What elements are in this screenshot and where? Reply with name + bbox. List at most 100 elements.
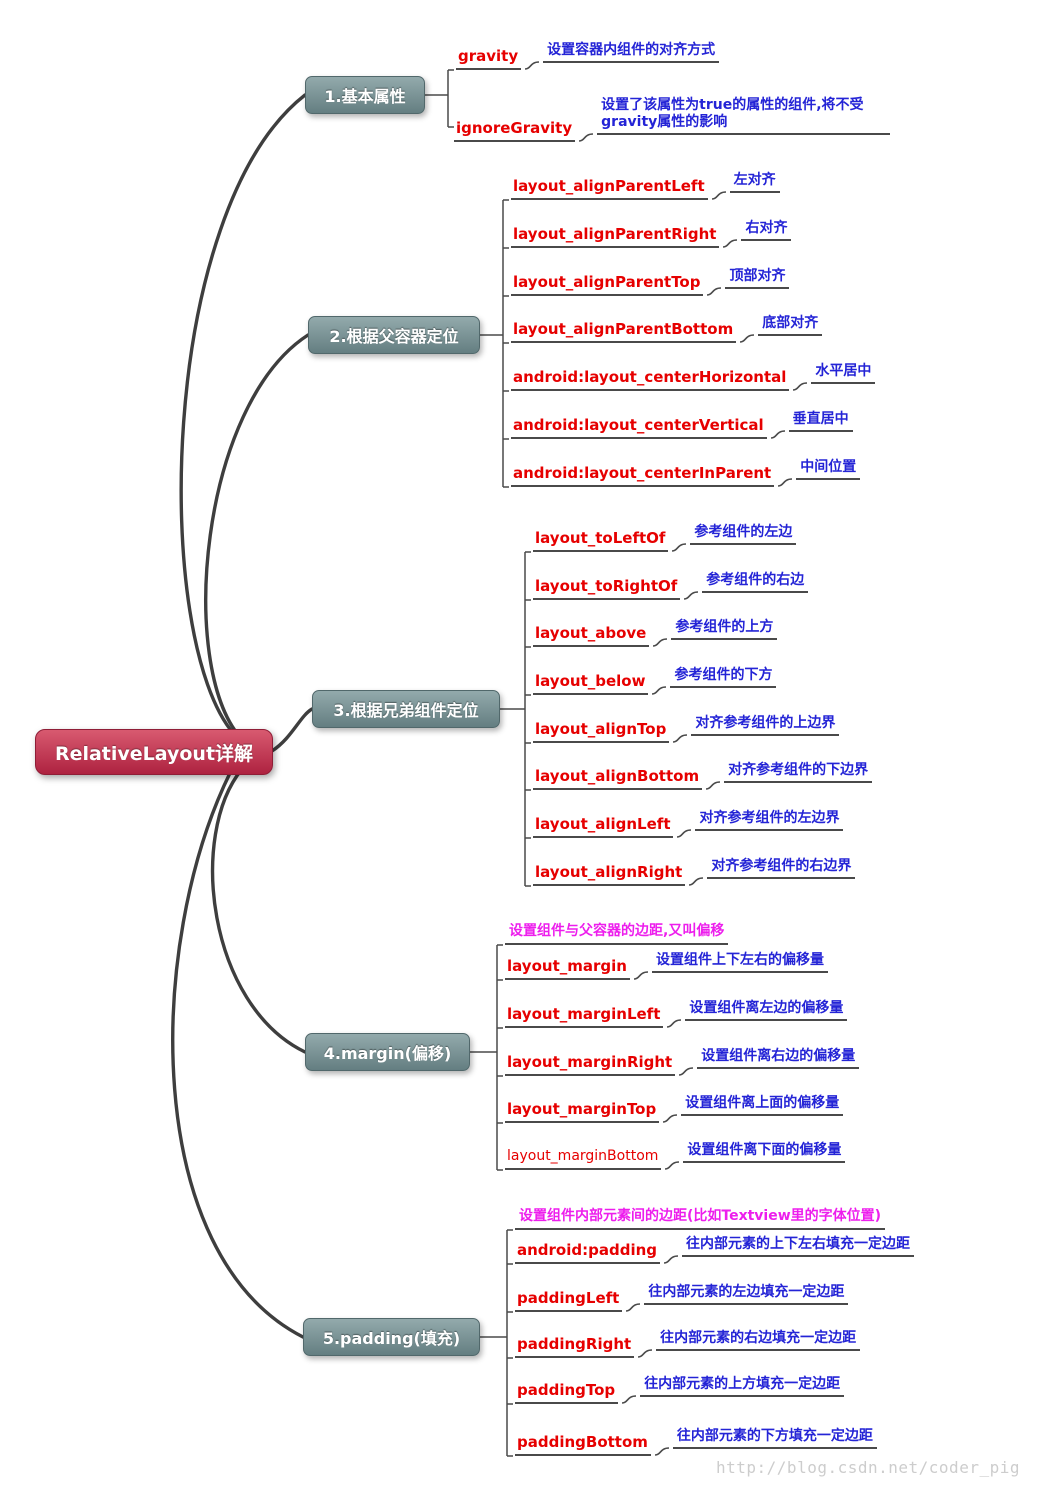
desc-label: 对齐参考组件的下边界 (724, 761, 873, 783)
desc-label: 右对齐 (741, 219, 792, 241)
connector-hook-icon (662, 1105, 678, 1123)
mindmap-item-paddingright: paddingRight 往内部元素的右边填充一定边距 (515, 1330, 861, 1358)
attr-label: layout_alignRight (533, 863, 686, 886)
bracket-branch-5 (480, 1229, 513, 1457)
mindmap-item-above: layout_above 参考组件的上方 (533, 619, 778, 647)
mindmap-item-alignparentleft: layout_alignParentLeft 左对齐 (511, 172, 780, 200)
mindmap-item-paddingbottom: paddingBottom 往内部元素的下方填充一定边距 (515, 1428, 877, 1456)
connector-hook-icon (777, 469, 793, 487)
connector-hook-icon (676, 820, 692, 838)
attr-label: layout_alignParentBottom (511, 320, 737, 343)
mindmap-item-alignbottom: layout_alignBottom 对齐参考组件的下边界 (533, 762, 873, 790)
desc-label: 设置组件离上面的偏移量 (681, 1094, 844, 1116)
attr-label: layout_above (533, 624, 650, 647)
connector-hook-icon (722, 230, 738, 248)
branch-note-margin: 设置组件与父容器的边距,又叫偏移 (505, 922, 729, 945)
desc-label: 底部对齐 (758, 314, 823, 336)
mindmap-item-below: layout_below 参考组件的下方 (533, 667, 777, 695)
curve-to-branch-2 (204, 333, 310, 739)
mindmap-item-marginright: layout_marginRight 设置组件离右边的偏移量 (505, 1048, 860, 1076)
bracket-branch-1 (425, 69, 454, 128)
bracket-branch-2 (480, 199, 509, 488)
desc-label: 水平居中 (811, 362, 876, 384)
curve-to-branch-3 (270, 707, 314, 753)
mindmap-item-alignparentright: layout_alignParentRight 右对齐 (511, 220, 792, 248)
attr-label: layout_alignParentLeft (511, 177, 708, 200)
attr-label: paddingLeft (515, 1289, 623, 1312)
bracket-branch-3 (500, 551, 531, 887)
mindmap-item-gravity: gravity 设置容器内组件的对齐方式 (456, 42, 720, 70)
desc-label: 对齐参考组件的右边界 (707, 857, 856, 879)
branch-node-padding: 5.padding(填充) (303, 1318, 480, 1356)
attr-label: android:padding (515, 1241, 661, 1264)
mindmap-item-paddingleft: paddingLeft 往内部元素的左边填充一定边距 (515, 1284, 849, 1312)
connector-hook-icon (633, 962, 649, 980)
mindmap-item-margintop: layout_marginTop 设置组件离上面的偏移量 (505, 1095, 844, 1123)
mindmap-item-marginbottom: layout_marginBottom 设置组件离下面的偏移量 (505, 1142, 846, 1170)
bracket-branch-4 (470, 944, 503, 1171)
mindmap-item-margin: layout_margin 设置组件上下左右的偏移量 (505, 952, 828, 980)
curve-to-branch-1 (179, 93, 307, 736)
desc-label: 参考组件的上方 (671, 618, 778, 640)
attr-label: paddingTop (515, 1381, 619, 1404)
connector-hook-icon (664, 1152, 680, 1170)
connector-hook-icon (666, 1010, 682, 1028)
mindmap-item-centerinparent: android:layout_centerInParent 中间位置 (511, 459, 861, 487)
root-branch-curves (171, 93, 314, 1339)
mindmap-item-aligntop: layout_alignTop 对齐参考组件的上边界 (533, 715, 840, 743)
attr-label: android:layout_centerVertical (511, 416, 767, 439)
mindmap-item-alignparentbottom: layout_alignParentBottom 底部对齐 (511, 315, 823, 343)
attr-label: layout_marginBottom (505, 1147, 662, 1170)
attr-label: layout_margin (505, 957, 630, 980)
attr-label: layout_alignParentRight (511, 225, 720, 248)
attr-label: layout_toLeftOf (533, 529, 669, 552)
connector-hook-icon (678, 1058, 694, 1076)
branch-node-margin: 4.margin(偏移) (305, 1033, 470, 1071)
desc-label: 设置组件上下左右的偏移量 (651, 951, 828, 973)
mindmap-item-ignoregravity: ignoreGravity 设置了该属性为true的属性的组件,将不受gravi… (454, 97, 891, 142)
desc-label: 中间位置 (796, 458, 861, 480)
desc-label: 参考组件的右边 (702, 571, 809, 593)
mindmap-item-toleftof: layout_toLeftOf 参考组件的左边 (533, 524, 797, 552)
desc-label: 往内部元素的左边填充一定边距 (644, 1283, 849, 1305)
attr-label: paddingRight (515, 1335, 635, 1358)
attr-label: paddingBottom (515, 1433, 651, 1456)
branch-node-sibling-positioning: 3.根据兄弟组件定位 (312, 690, 500, 728)
connector-hook-icon (663, 1246, 679, 1264)
desc-label: 设置组件离下面的偏移量 (683, 1141, 846, 1163)
desc-label: 顶部对齐 (725, 267, 790, 289)
mindmap-item-alignright: layout_alignRight 对齐参考组件的右边界 (533, 858, 856, 886)
connector-hook-icon (621, 1386, 637, 1404)
attr-label: gravity (456, 47, 522, 70)
attr-label: layout_alignBottom (533, 767, 703, 790)
connector-hook-icon (711, 182, 727, 200)
connector-hook-icon (651, 677, 667, 695)
desc-label: 设置组件离右边的偏移量 (697, 1047, 860, 1069)
attr-label: layout_below (533, 672, 649, 695)
attr-label: android:layout_centerHorizontal (511, 368, 790, 391)
connector-hook-icon (654, 1438, 670, 1456)
desc-label: 对齐参考组件的左边界 (695, 809, 844, 831)
connector-hook-icon (578, 124, 594, 142)
branch-node-basic-attrs: 1.基本属性 (305, 76, 425, 114)
connector-hook-icon (705, 772, 721, 790)
attr-label: android:layout_centerInParent (511, 464, 775, 487)
mindmap-item-alignleft: layout_alignLeft 对齐参考组件的左边界 (533, 810, 844, 838)
branch-node-parent-positioning: 2.根据父容器定位 (308, 316, 480, 354)
connector-hook-icon (672, 725, 688, 743)
attr-label: layout_marginTop (505, 1100, 660, 1123)
connector-hook-icon (637, 1340, 653, 1358)
mindmap-item-paddingtop: paddingTop 往内部元素的上方填充一定边距 (515, 1376, 845, 1404)
attr-label: layout_marginLeft (505, 1005, 664, 1028)
desc-label: 左对齐 (729, 171, 780, 193)
attr-label: layout_alignTop (533, 720, 670, 743)
mindmap-item-alignparenttop: layout_alignParentTop 顶部对齐 (511, 268, 790, 296)
root-node: RelativeLayout详解 (35, 729, 273, 775)
attr-label: layout_toRightOf (533, 577, 681, 600)
connector-hook-icon (524, 52, 540, 70)
desc-label: 往内部元素的上方填充一定边距 (640, 1375, 845, 1397)
mindmap-item-marginleft: layout_marginLeft 设置组件离左边的偏移量 (505, 1000, 848, 1028)
attr-label: layout_alignParentTop (511, 273, 704, 296)
